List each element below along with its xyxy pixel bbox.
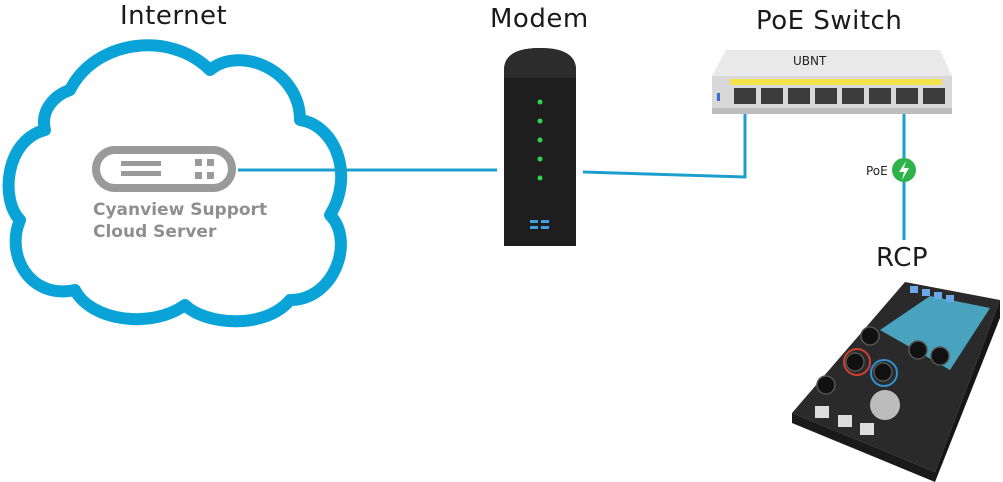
modem-icon <box>504 48 576 246</box>
modem-led <box>537 175 543 181</box>
modem-led <box>537 156 543 162</box>
internet-label: Internet <box>120 1 228 31</box>
poe-icon <box>892 158 916 182</box>
link-modem-switch <box>582 96 747 179</box>
switch-icon: UBNT <box>712 50 952 114</box>
switch-label: PoE Switch <box>756 6 903 36</box>
switch-brand: UBNT <box>793 54 827 68</box>
modem-label: Modem <box>490 4 589 34</box>
modem-led <box>537 99 543 105</box>
modem-led <box>537 137 543 143</box>
rcp-label: RCP <box>876 243 929 273</box>
rcp-panel-icon <box>792 282 1000 482</box>
cloud-icon <box>2 39 348 328</box>
poe-label: PoE <box>866 164 888 178</box>
modem-led <box>537 118 543 124</box>
server-icon <box>92 146 236 192</box>
poe-badge: PoE <box>866 158 916 182</box>
server-label-line1: Cyanview Support <box>93 200 268 220</box>
server-label-line2: Cloud Server <box>93 222 217 242</box>
